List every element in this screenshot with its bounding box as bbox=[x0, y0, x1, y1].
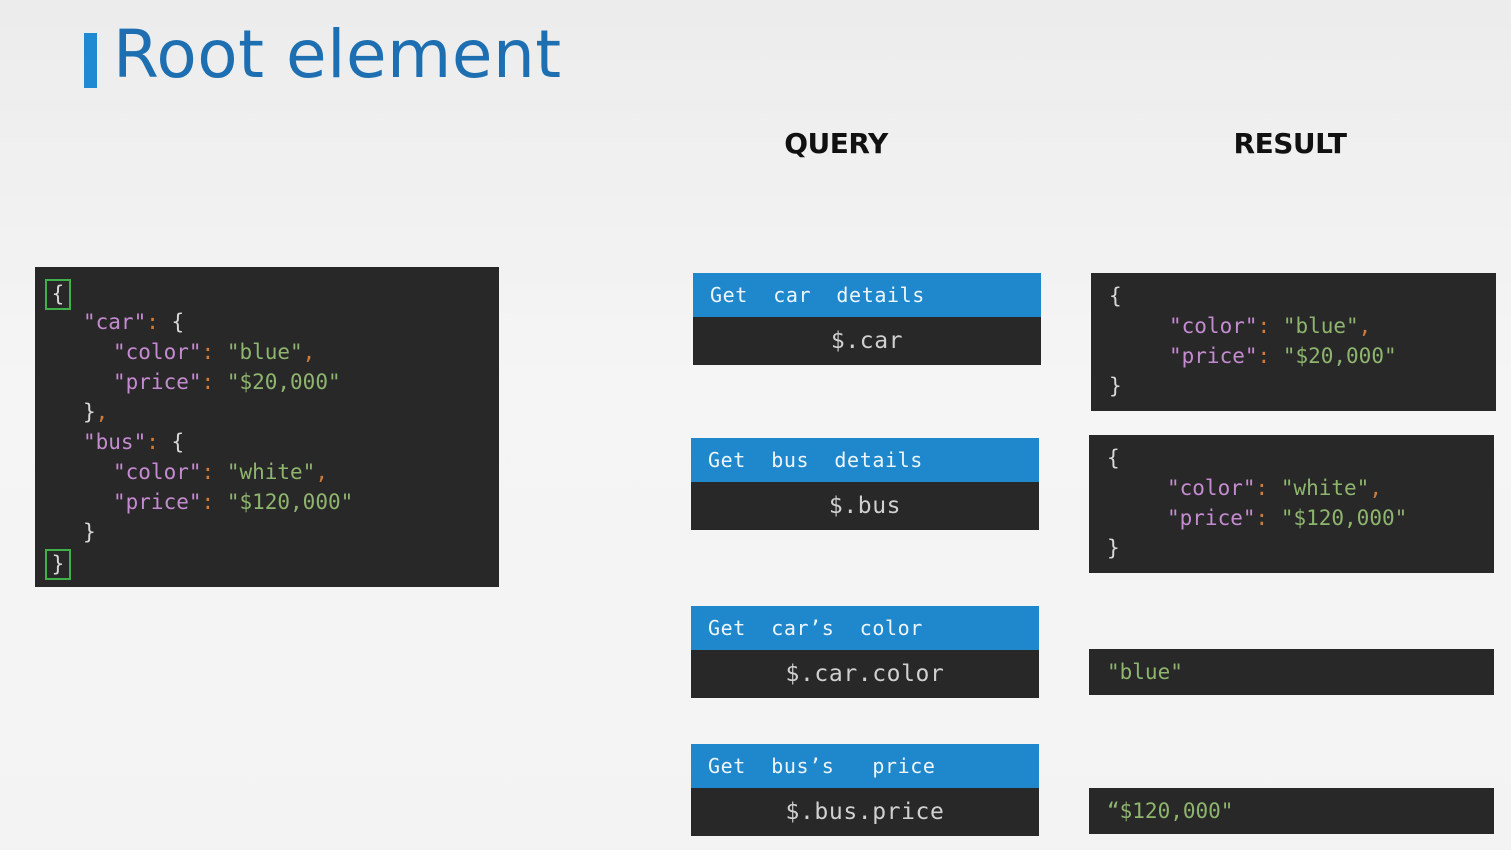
json-line-car-price: "price": "$20,000" bbox=[113, 370, 341, 394]
root-close-brace: } bbox=[45, 549, 71, 580]
query-expression: $.car bbox=[693, 317, 1041, 365]
query-column-header: QUERY bbox=[784, 127, 888, 160]
json-line-car: "car": { bbox=[83, 310, 185, 334]
result-car-details: { "color": "blue", "price": "$20,000" } bbox=[1091, 273, 1496, 411]
result-column-header: RESULT bbox=[1233, 127, 1347, 160]
page-title: Root element bbox=[113, 16, 562, 93]
root-open-brace: { bbox=[45, 279, 71, 310]
query-card-car-details: Get car details $.car bbox=[693, 273, 1041, 365]
result-car-color: "blue" bbox=[1089, 649, 1494, 695]
result-value: "blue" bbox=[1107, 660, 1183, 684]
query-expression: $.bus bbox=[691, 482, 1039, 530]
result-value: "$20,000" bbox=[1282, 344, 1397, 368]
json-key-bus: "bus" bbox=[83, 430, 147, 454]
json-value-bus-color: "white" bbox=[226, 460, 316, 484]
result-value: "$120,000" bbox=[1280, 506, 1408, 530]
result-bus-price: “$120,000" bbox=[1089, 788, 1494, 834]
source-json-panel: { "car": { "color": "blue", "price": "$2… bbox=[35, 267, 499, 587]
result-value: "white" bbox=[1280, 476, 1370, 500]
json-value-bus-price: "$120,000" bbox=[226, 490, 354, 514]
json-line-bus: "bus": { bbox=[83, 430, 185, 454]
json-line-car-close: }, bbox=[83, 400, 109, 424]
result-bus-details: { "color": "white", "price": "$120,000" … bbox=[1089, 435, 1494, 573]
json-line-bus-color: "color": "white", bbox=[113, 460, 328, 484]
query-label: Get bus details bbox=[691, 438, 1039, 482]
result-value: "blue" bbox=[1282, 314, 1359, 338]
query-card-bus-price: Get bus’s price $.bus.price bbox=[691, 744, 1039, 836]
result-value: “$120,000" bbox=[1107, 799, 1234, 823]
json-key-car: "car" bbox=[83, 310, 147, 334]
query-card-car-color: Get car’s color $.car.color bbox=[691, 606, 1039, 698]
query-expression: $.car.color bbox=[691, 650, 1039, 698]
json-line-car-color: "color": "blue", bbox=[113, 340, 316, 364]
json-value-car-color: "blue" bbox=[226, 340, 303, 364]
query-label: Get car’s color bbox=[691, 606, 1039, 650]
json-value-car-price: "$20,000" bbox=[226, 370, 341, 394]
query-expression: $.bus.price bbox=[691, 788, 1039, 836]
query-label: Get bus’s price bbox=[691, 744, 1039, 788]
query-card-bus-details: Get bus details $.bus bbox=[691, 438, 1039, 530]
title-accent-bar bbox=[84, 33, 97, 88]
json-line-bus-price: "price": "$120,000" bbox=[113, 490, 354, 514]
query-label: Get car details bbox=[693, 273, 1041, 317]
json-line-bus-close: } bbox=[83, 520, 96, 544]
